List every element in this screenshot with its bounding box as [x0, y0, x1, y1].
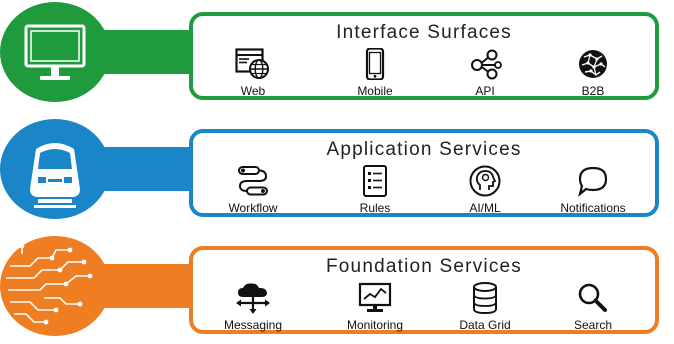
connector-band — [96, 30, 200, 74]
share-nodes-icon — [471, 49, 502, 80]
layer-panel: Application Services Workflow — [189, 129, 659, 217]
item-b2b: B2B — [533, 46, 653, 100]
circuit-board-icon — [6, 243, 93, 325]
monitor-icon — [24, 24, 86, 80]
browser-globe-icon — [235, 48, 269, 79]
magnifier-icon — [578, 283, 607, 312]
item-label: B2B — [581, 84, 605, 98]
item-label: Data Grid — [459, 318, 511, 332]
item-notifications: Notifications — [533, 163, 653, 217]
item-label: API — [475, 84, 495, 98]
item-search: Search — [533, 280, 653, 334]
item-workflow: Workflow — [193, 163, 313, 217]
layer-circle — [0, 2, 110, 102]
item-label: Web — [240, 84, 266, 98]
speech-bubble-icon — [578, 166, 608, 197]
layer-foundation-services: Foundation Services Messaging — [0, 234, 674, 344]
train-icon — [30, 143, 80, 208]
connector-band — [96, 264, 200, 308]
item-web: Web — [193, 46, 313, 100]
layer-items: Web Mobile — [193, 46, 655, 100]
item-label: Search — [573, 318, 613, 332]
layer-items: Messaging Monitoring Data Grid — [193, 280, 655, 334]
layer-circle — [0, 119, 110, 219]
globe-network-icon — [579, 50, 607, 78]
item-monitoring: Monitoring — [315, 280, 435, 334]
item-label: Workflow — [228, 201, 278, 215]
item-label: Mobile — [357, 84, 393, 98]
item-label: Rules — [359, 201, 391, 215]
layer-title: Foundation Services — [325, 256, 522, 277]
item-ai-ml: AI/ML — [425, 163, 545, 217]
layer-panel: Foundation Services Messaging — [189, 246, 659, 334]
layer-title: Application Services — [326, 139, 522, 160]
item-label: AI/ML — [469, 201, 501, 215]
workflow-icon — [238, 166, 268, 196]
ai-head-icon — [469, 165, 501, 197]
monitor-chart-icon — [358, 282, 392, 312]
item-label: Monitoring — [346, 318, 404, 332]
item-data-grid: Data Grid — [425, 280, 545, 334]
item-label: Messaging — [223, 318, 283, 332]
layer-title: Interface Surfaces — [336, 22, 512, 43]
connector-band — [96, 147, 200, 191]
cloud-arrows-icon — [236, 283, 270, 314]
item-rules: Rules — [315, 163, 435, 217]
layer-panel: Interface Surfaces Web — [189, 12, 659, 100]
item-messaging: Messaging — [193, 280, 313, 334]
database-icon — [473, 282, 497, 314]
layer-items: Workflow Rules — [193, 163, 655, 217]
checklist-icon — [363, 165, 387, 197]
layer-interface-surfaces: Interface Surfaces Web — [0, 0, 674, 110]
layer-circle — [0, 236, 110, 336]
item-mobile: Mobile — [315, 46, 435, 100]
item-api: API — [425, 46, 545, 100]
smartphone-icon — [365, 48, 385, 80]
layer-application-services: Application Services Workflow — [0, 117, 674, 227]
item-label: Notifications — [560, 201, 626, 215]
